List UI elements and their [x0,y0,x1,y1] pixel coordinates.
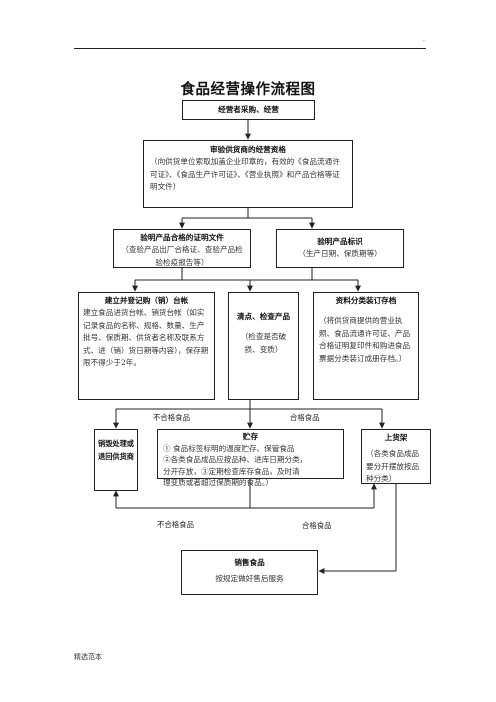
header-rule [74,48,426,49]
box-storage-title: 贮存 [242,432,259,441]
label-fail-bottom: 不合格食品 [157,520,194,529]
box-return-title: 销毁处理或退回供货商 [98,439,134,461]
box-purchase-title: 经营者采购、经营 [218,105,279,114]
box-ledger-title: 建立并登记购（销）台帐 [104,296,189,305]
label-pass-bottom: 合格食品 [302,521,332,530]
box-storage-line-4: 理变质或者超过保质期的食品。） [163,478,274,487]
box-storage: 贮存 ① 食品标签标明的温度贮存、保管食品 ②各类食品成品应按品种、进库日期分类… [157,429,344,487]
box-inspect-body: （检查是否破损、变质） [240,332,287,354]
box-verify-label: 验明产品标识 （生产日期、保质期等） [276,229,404,268]
box-verify-label-title: 验明产品标识 [317,237,363,246]
box-ledger: 建立并登记购（销）台帐 建立食品进货台帐、销货台帐（如实记录食品的名称、规格、数… [78,292,215,400]
box-storage-line-3: 分开存放，③定期检查库存食品，及时清 [163,466,300,476]
box-sell: 销售食品 按规定做好售后服务 [181,550,318,595]
header-mark: . [423,36,425,43]
box-shelf-title: 上货架 [384,433,408,442]
box-sell-body: 按规定做好售后服务 [215,574,284,584]
box-verify-label-body: （生产日期、保质期等） [298,249,382,259]
box-verify-supplier: 审验供货商的经营资格 （向供货单位索取加盖企业印章的，有效的《食品流通许可证》、… [143,140,353,208]
box-verify-supplier-title: 审验供货商的经营资格 [210,145,286,154]
box-verify-cert-title: 验明产品合格的证明文件 [140,233,224,242]
box-archive-body: （将供货商提供的营业执照、食品流通许可证、产品合格证明复印件和购进食品票据分类装… [319,316,411,363]
box-storage-line-1: ① 食品标签标明的温度贮存、保管食品 [163,443,295,453]
box-ledger-body: 建立食品进货台帐、销货台帐（如实记录食品的名称、规格、数量、生产批号、保质期、供… [83,308,209,368]
box-purchase: 经营者采购、经营 [182,100,315,120]
label-fail-top: 不合格食品 [153,413,190,422]
box-verify-supplier-body: （向供货单位索取加盖企业印章的，有效的《食品流通许可证》、《食品生产许可证》、《… [150,157,340,192]
box-storage-line-2: ②各类食品成品应按品种、进库日期分类， [163,455,308,464]
box-inspect: 清点、检查产品 （检查是否破损、变质） [228,292,299,400]
box-archive: 资料分类装订存档 （将供货商提供的营业执照、食品流通许可证、产品合格证明复印件和… [313,292,419,400]
box-verify-cert-body: （查验产品出厂合格证、查验产品检验检疫报告等） [121,245,243,267]
box-shelf-body: （各类食品成品要分开摆放按品种分类） [366,449,420,484]
box-sell-title: 销售食品 [234,558,265,567]
footer-text: 精选范本 [74,653,102,661]
box-verify-cert: 验明产品合格的证明文件 （查验产品出厂合格证、查验产品检验检疫报告等） [113,229,251,268]
box-archive-title: 资料分类装订存档 [335,296,397,305]
label-pass-top: 合格食品 [290,413,320,422]
box-inspect-title: 清点、检查产品 [236,312,291,321]
box-shelf: 上货架 （各类食品成品要分开摆放按品种分类） [361,429,431,484]
page-title: 食品经营操作流程图 [180,81,316,98]
box-return: 销毁处理或退回供货商 [94,429,138,491]
